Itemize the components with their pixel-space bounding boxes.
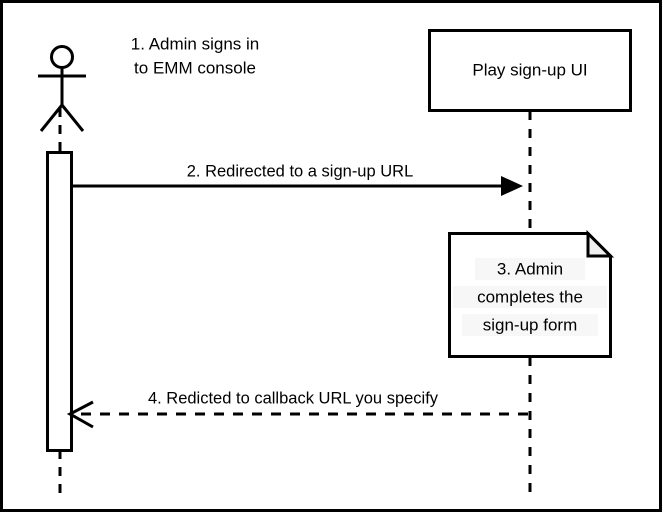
message-4-label: 4. Redicted to callback URL you specify — [148, 389, 439, 407]
step-3-note[interactable]: 3. Admin completes the sign-up form — [448, 229, 615, 358]
actor-head-icon — [50, 45, 74, 69]
message-step-2: 2. Redirected to a sign-up URL — [71, 162, 523, 196]
note-line-1: 3. Admin — [497, 259, 563, 278]
message-step-4: 4. Redicted to callback URL you specify — [66, 389, 528, 429]
note-fold-icon — [586, 229, 615, 258]
participant-label: Play sign-up UI — [472, 60, 587, 79]
actor-leg-right — [60, 104, 85, 132]
admin-actor — [38, 45, 86, 132]
annotation-1-line-1: 1. Admin signs in — [131, 34, 260, 53]
note-line-3: sign-up form — [483, 315, 577, 334]
annotation-step-1: 1. Admin signs in to EMM console — [131, 34, 260, 77]
message-4-arrowhead-icon — [66, 400, 94, 429]
note-text-highlight-1 — [475, 258, 585, 280]
note-line-2: completes the — [477, 287, 583, 306]
participant-box[interactable] — [428, 29, 632, 112]
note-text-highlight-2 — [453, 286, 607, 308]
message-2-arrowhead-icon — [501, 176, 523, 196]
actor-activation-bar — [46, 151, 73, 452]
annotation-1-line-2: to EMM console — [134, 58, 256, 77]
note-text-highlight-3 — [462, 314, 598, 336]
message-2-label: 2. Redirected to a sign-up URL — [187, 162, 414, 180]
